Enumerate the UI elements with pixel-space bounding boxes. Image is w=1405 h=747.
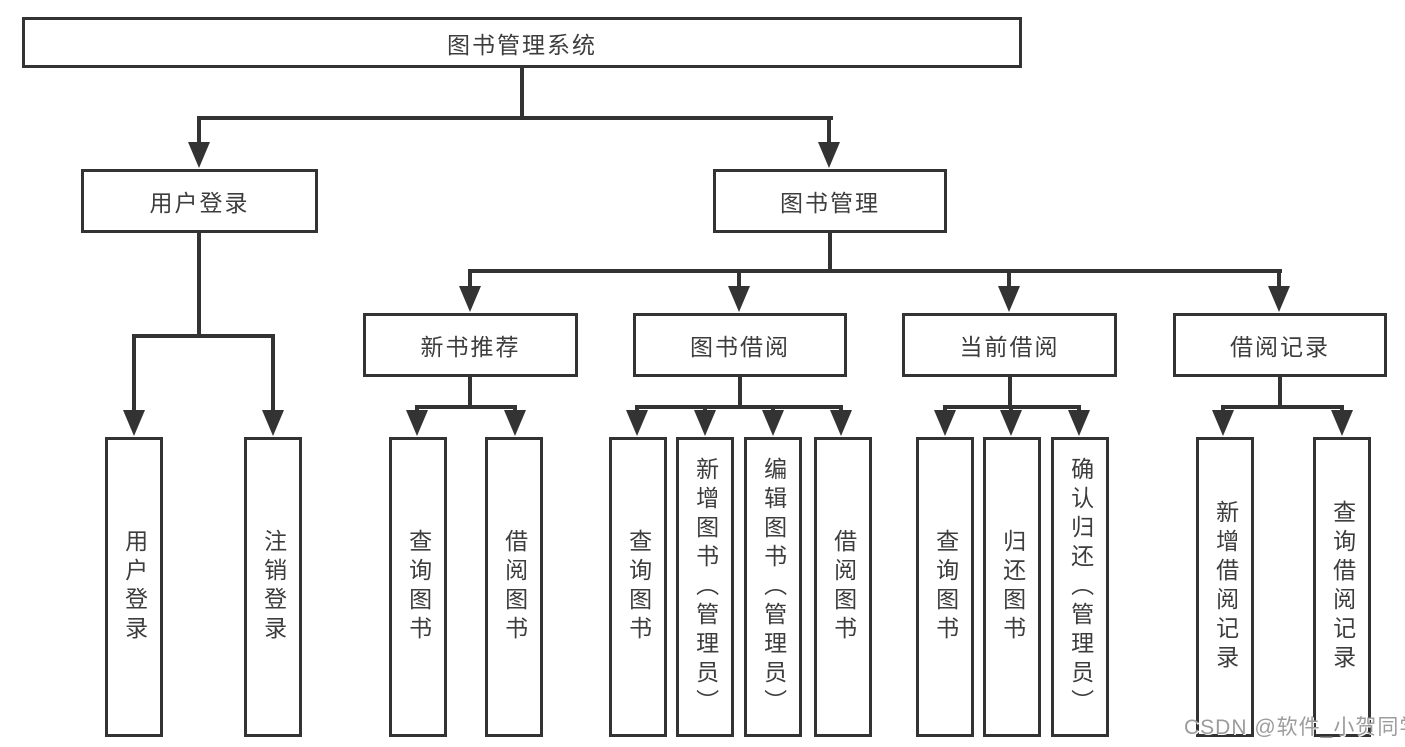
node-user-login-label: 用户登录 — [149, 190, 250, 216]
arrowhead-leaf-borrow2 — [830, 410, 852, 436]
connector-level1-bus — [197, 116, 833, 120]
node-current-borrowing-label: 当前借阅 — [959, 334, 1060, 360]
connector-leaf-logout-drop — [271, 336, 275, 412]
arrowhead-leaf-add-book — [694, 410, 716, 436]
node-borrowing-records-label: 借阅记录 — [1230, 334, 1330, 360]
node-current-borrowing: 当前借阅 — [902, 313, 1117, 377]
arrowhead-leaf-return-book — [1000, 410, 1022, 436]
leaf-return-books: 归还图书 — [983, 437, 1041, 737]
connector-current-borrow-drop — [1007, 271, 1011, 291]
node-new-book-recommendation-label: 新书推荐 — [420, 334, 521, 360]
leaf-logout-label: 注销登录 — [260, 529, 287, 645]
leaf-query-books-1-label: 查询图书 — [405, 529, 432, 645]
node-book-borrowing-label: 图书借阅 — [690, 334, 790, 360]
leaf-logout: 注销登录 — [244, 437, 302, 737]
leaf-query-books-2-label: 查询图书 — [625, 529, 652, 645]
leaf-borrow-books-1: 借阅图书 — [485, 437, 543, 737]
connector-borrow-record-stem — [1278, 375, 1282, 409]
connector-borrow-record-drop — [1277, 271, 1281, 291]
node-borrowing-records: 借阅记录 — [1173, 313, 1387, 377]
arrowhead-user-login — [188, 142, 210, 168]
connector-new-book-stem — [468, 375, 472, 409]
leaf-add-books-admin-label: 新增图书（管理员） — [692, 456, 719, 718]
leaf-query-books-3: 查询图书 — [916, 437, 974, 737]
node-new-book-recommendation: 新书推荐 — [363, 313, 578, 377]
connector-user-login-stem — [197, 231, 201, 336]
arrowhead-leaf-logout — [262, 410, 284, 436]
connector-user-login-drop — [197, 118, 201, 146]
arrowhead-leaf-confirm-return — [1068, 410, 1090, 436]
arrowhead-new-book — [459, 286, 481, 312]
connector-book-borrow-bus — [635, 405, 843, 409]
node-book-management: 图书管理 — [713, 169, 947, 233]
leaf-borrow-books-2-label: 借阅图书 — [830, 529, 857, 645]
leaf-edit-books-admin-label: 编辑图书（管理员） — [760, 456, 787, 718]
node-library-system: 图书管理系统 — [22, 17, 1022, 68]
leaf-add-borrow-record-label: 新增借阅记录 — [1212, 500, 1239, 674]
connector-borrow-record-bus — [1221, 405, 1344, 409]
arrowhead-leaf-edit-book — [762, 410, 784, 436]
connector-current-borrow-stem — [1008, 375, 1012, 409]
arrowhead-borrow-record — [1268, 286, 1290, 312]
arrowhead-leaf-query1 — [406, 410, 428, 436]
leaf-borrow-books-2: 借阅图书 — [814, 437, 872, 737]
leaf-query-books-1: 查询图书 — [389, 437, 447, 737]
watermark: CSDN @软件_小贺同学 — [1184, 716, 1405, 739]
arrowhead-book-mgmt — [818, 142, 840, 168]
arrowhead-leaf-query3 — [934, 410, 956, 436]
connector-book-borrow-drop — [737, 271, 741, 291]
connector-new-book-bus — [415, 405, 517, 409]
leaf-add-books-admin: 新增图书（管理员） — [676, 437, 734, 737]
connector-new-book-drop — [468, 271, 472, 291]
leaf-add-borrow-record: 新增借阅记录 — [1196, 437, 1254, 737]
leaf-confirm-return-admin: 确认归还（管理员） — [1051, 437, 1109, 737]
arrowhead-current-borrow — [998, 286, 1020, 312]
leaf-borrow-books-1-label: 借阅图书 — [501, 529, 528, 645]
arrowhead-leaf-borrow1 — [504, 410, 526, 436]
leaf-query-books-3-label: 查询图书 — [932, 529, 959, 645]
connector-user-login-bus — [132, 334, 275, 338]
leaf-query-borrow-record: 查询借阅记录 — [1313, 437, 1371, 737]
leaf-user-login: 用户登录 — [105, 437, 163, 737]
arrowhead-leaf-add-record — [1212, 410, 1234, 436]
arrowhead-leaf-login — [123, 410, 145, 436]
connector-book-mgmt-drop — [827, 118, 831, 146]
leaf-user-login-label: 用户登录 — [121, 529, 148, 645]
leaf-query-borrow-record-label: 查询借阅记录 — [1329, 500, 1356, 674]
leaf-query-books-2: 查询图书 — [609, 437, 667, 737]
connector-root-stem — [520, 66, 524, 119]
leaf-confirm-return-admin-label: 确认归还（管理员） — [1067, 456, 1094, 718]
connector-leaf-login-drop — [132, 336, 136, 412]
node-library-system-label: 图书管理系统 — [447, 31, 597, 58]
arrowhead-leaf-query-record — [1331, 410, 1353, 436]
arrowhead-book-borrow — [728, 286, 750, 312]
connector-level2-bus — [468, 269, 1282, 273]
node-book-borrowing: 图书借阅 — [633, 313, 847, 377]
node-book-management-label: 图书管理 — [780, 190, 880, 216]
node-user-login: 用户登录 — [81, 169, 318, 233]
leaf-edit-books-admin: 编辑图书（管理员） — [744, 437, 802, 737]
leaf-return-books-label: 归还图书 — [999, 529, 1026, 645]
arrowhead-leaf-query2 — [626, 410, 648, 436]
connector-book-borrow-stem — [738, 375, 742, 409]
connector-book-mgmt-stem — [828, 231, 832, 271]
